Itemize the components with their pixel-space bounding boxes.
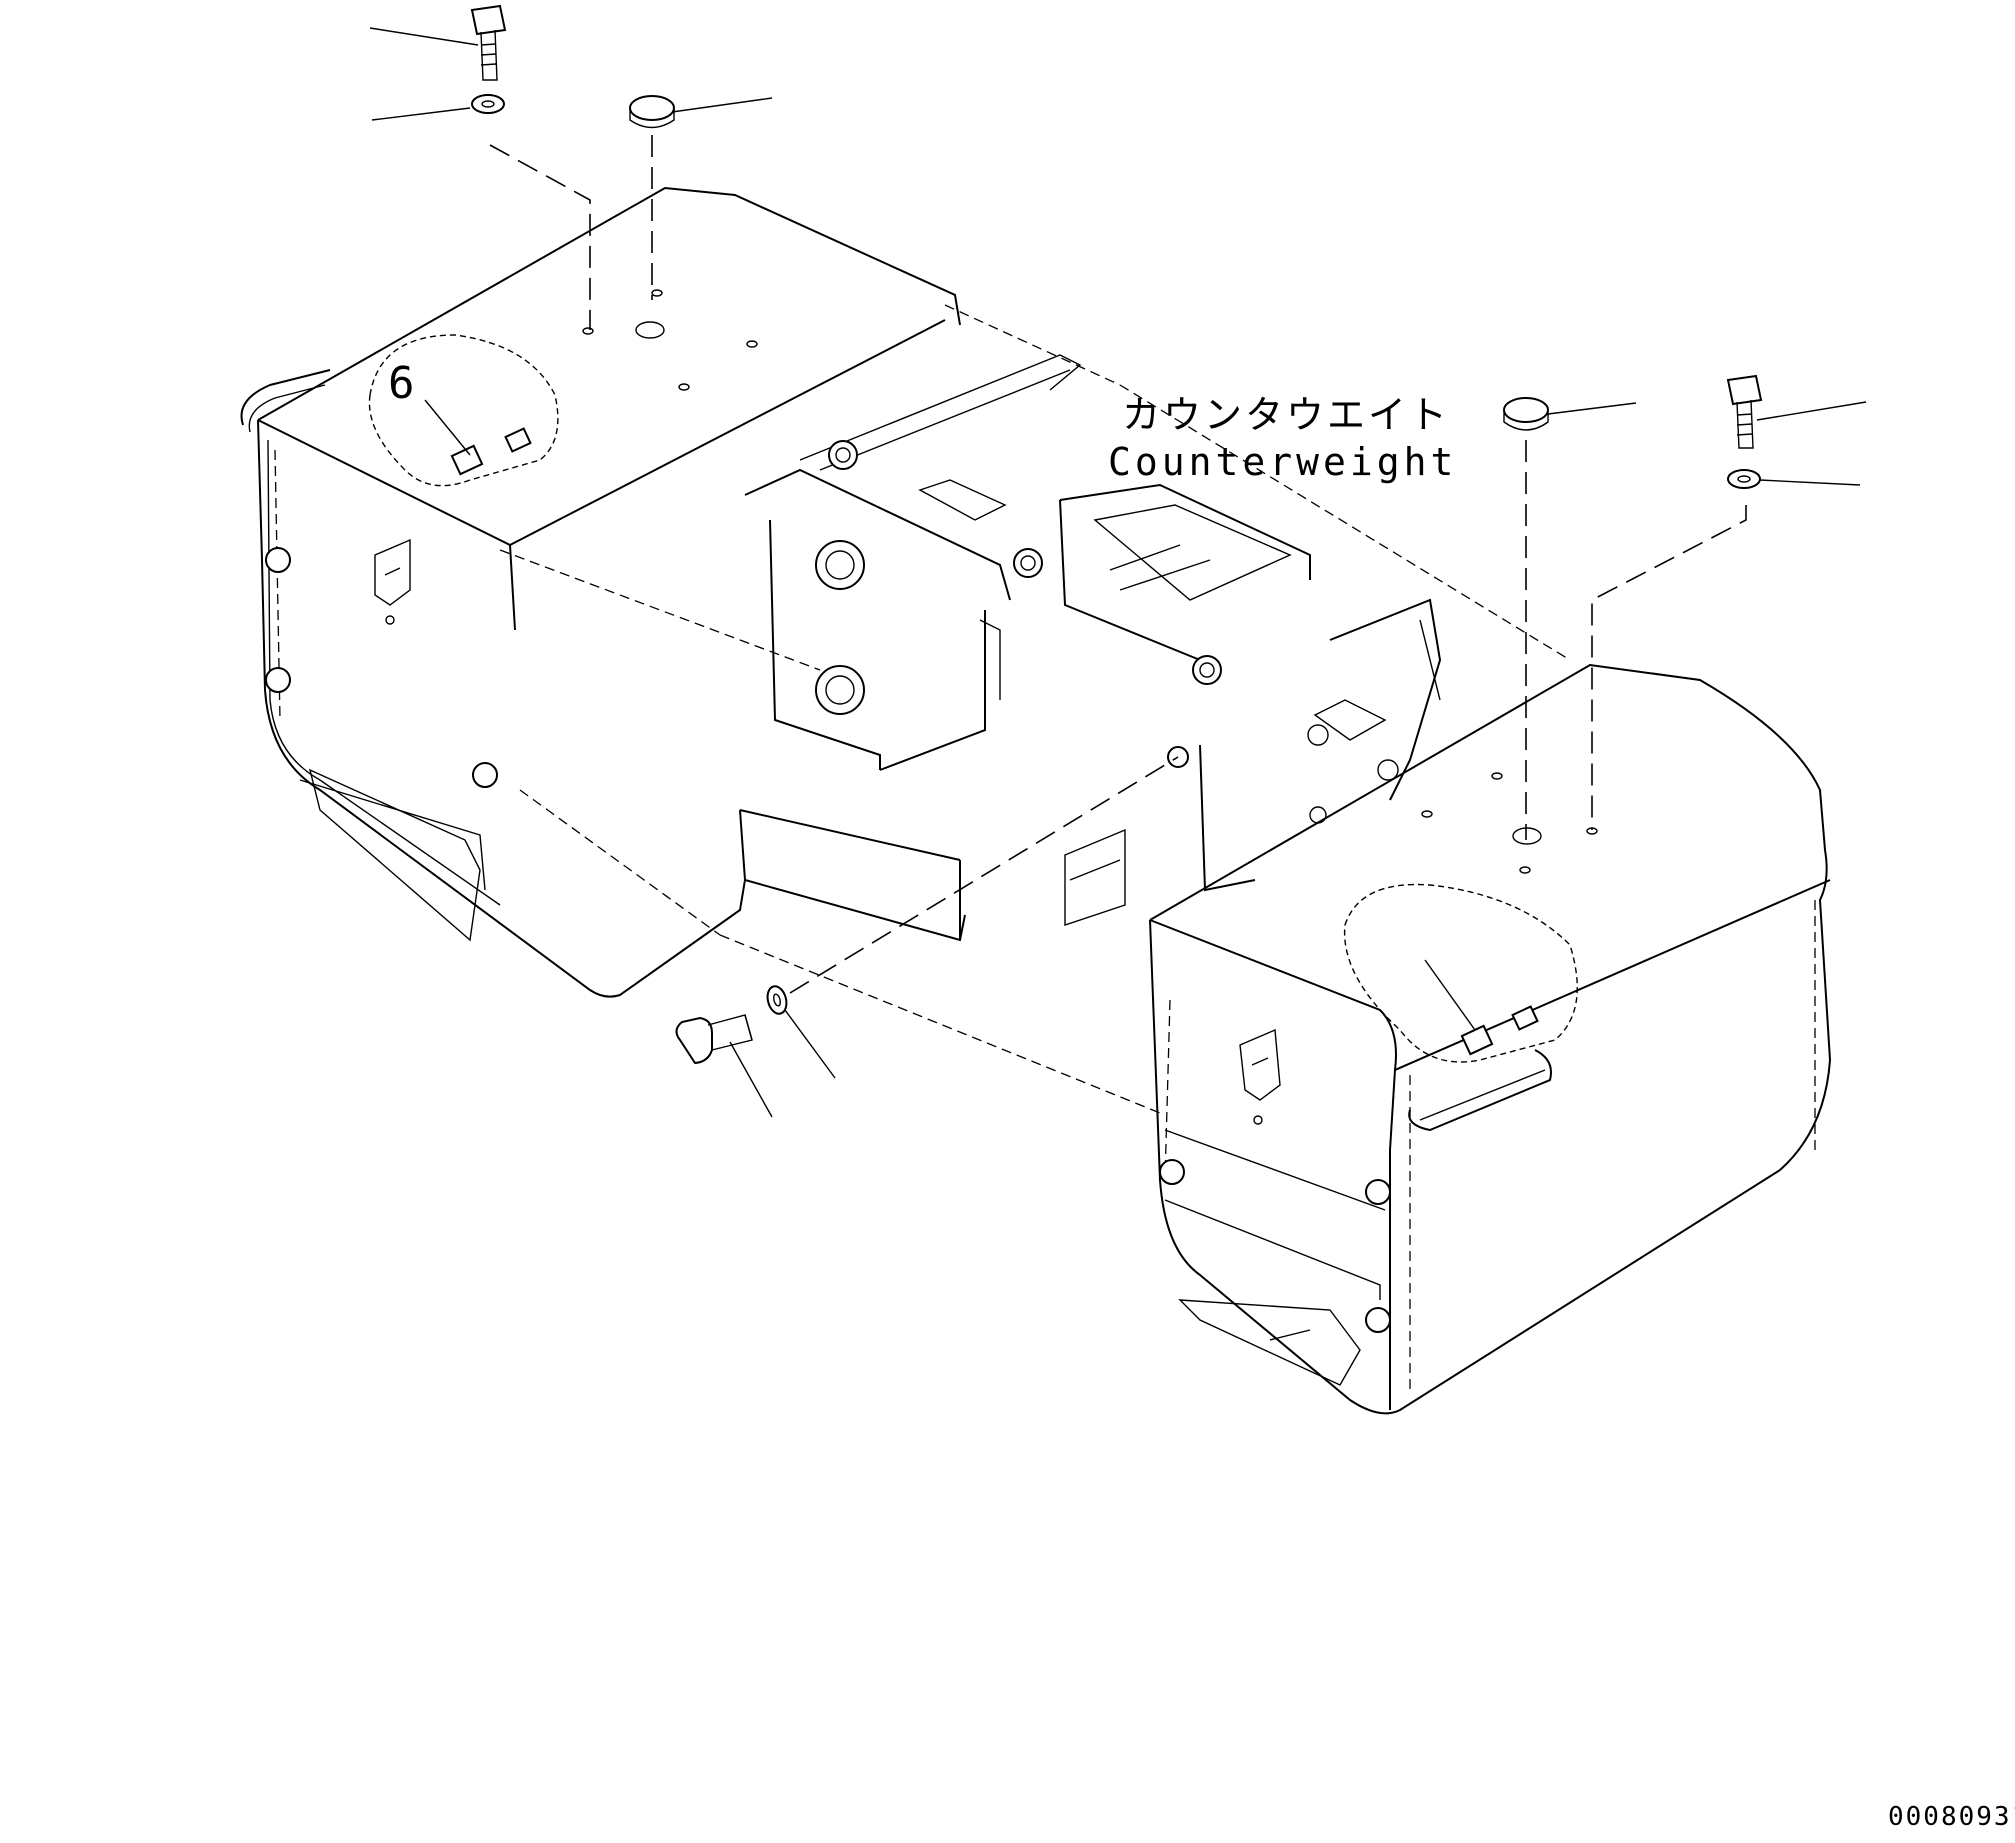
counterweight-label: カウンタウエイト Counterweight — [1108, 393, 1457, 484]
left-bolt-dashed-leader — [489, 144, 591, 330]
right-top-plug — [1503, 397, 1637, 431]
right-block — [1149, 663, 1832, 1415]
right-top-washer — [1727, 469, 1861, 489]
bottom-bolt — [675, 1014, 773, 1118]
right-bolt-dashed-leader — [1591, 505, 1747, 830]
left-block — [240, 186, 961, 998]
right-top-bolt — [1726, 374, 1867, 449]
counterweight-body — [240, 186, 1832, 1415]
center-frame — [499, 304, 1571, 1116]
left-top-washer — [371, 94, 505, 121]
left-top-bolt — [369, 4, 507, 81]
drawing-number: 00080931 — [1888, 1802, 2015, 1832]
part-label-english: Counterweight — [1108, 440, 1457, 484]
callout-number: 6 — [388, 358, 415, 409]
bottom-washer — [766, 985, 836, 1079]
right-tag-leader — [1424, 959, 1476, 1031]
part-label-japanese: カウンタウエイト — [1122, 393, 1450, 437]
bottom-dashed-leader — [789, 756, 1179, 994]
callout-6: 6 — [388, 358, 471, 456]
left-top-plug — [629, 95, 773, 129]
